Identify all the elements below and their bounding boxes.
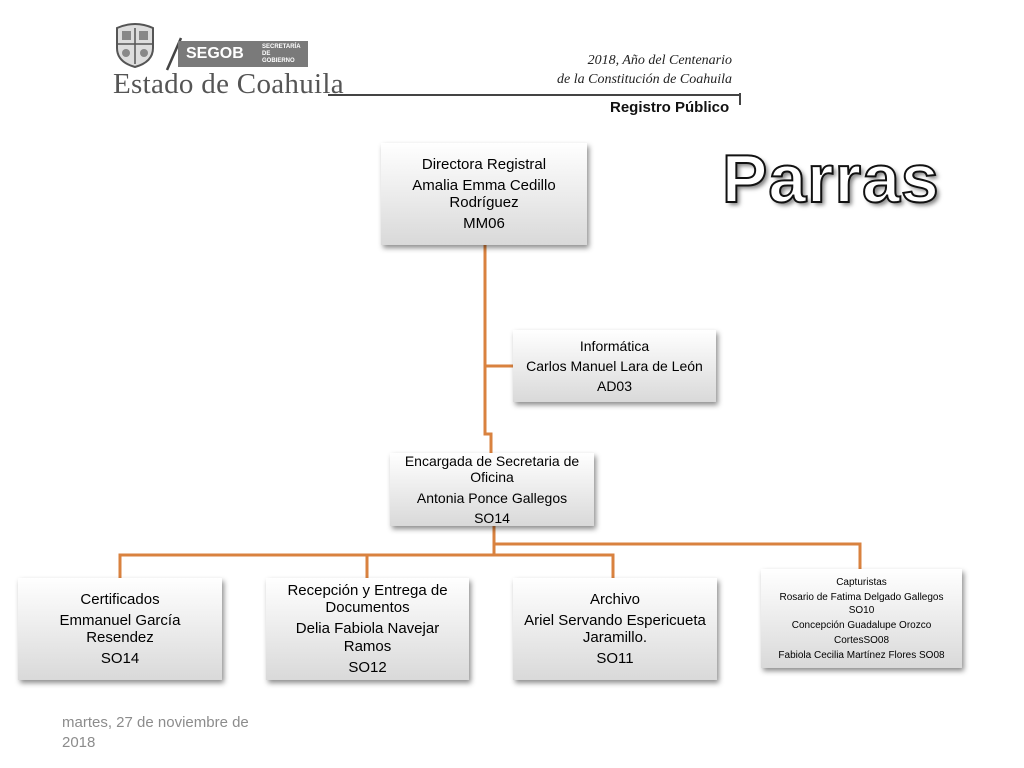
year-slogan-line-2: de la Constitución de Coahuila	[557, 72, 732, 87]
segob-text: SEGOB	[186, 45, 244, 62]
page-title: Parras	[721, 140, 940, 218]
box-role: Recepción y Entrega de Documentos	[287, 581, 448, 617]
connector-encargada-bus	[492, 526, 862, 569]
box-code: MM06	[463, 215, 505, 233]
box-name: Antonia Ponce Gallegos	[416, 489, 568, 506]
box-role: Informática	[579, 337, 650, 354]
box-code: SO11	[596, 650, 634, 668]
segob-logo: SEGOB SECRETARÍA DE GOBIERNO	[178, 41, 308, 67]
year-slogan-line-1: 2018, Año del Centenario	[587, 53, 732, 68]
box-member: CortesSO08	[833, 634, 890, 646]
segob-subtitle: SECRETARÍA DE GOBIERNO	[262, 44, 301, 64]
box-name: Carlos Manuel Lara de León	[526, 357, 703, 374]
header-rule	[328, 94, 740, 96]
box-role: Encargada de Secretaria de Oficina	[404, 453, 580, 486]
coahuila-crest-logo	[116, 23, 154, 68]
box-member: Fabiola Cecilia Martínez Flores SO08	[778, 649, 945, 661]
box-name: Amalia Emma Cedillo Rodríguez	[412, 176, 556, 211]
box-name: Delia Fabiola Navejar Ramos	[295, 620, 440, 655]
state-name: Estado de Coahuila	[113, 68, 344, 100]
org-box-capturistas: Capturistas Rosario de Fatima Delgado Ga…	[761, 569, 962, 668]
box-code: AD03	[596, 378, 633, 395]
connector-director-encargada	[483, 245, 493, 453]
box-code: SO14	[100, 650, 140, 668]
box-role: Archivo	[589, 590, 641, 608]
header-rule-tick	[739, 93, 741, 105]
org-box-directora: Directora Registral Amalia Emma Cedillo …	[381, 143, 587, 245]
footer-date: martes, 27 de noviembre de 2018	[62, 714, 249, 752]
box-name: Ariel Servando Espericueta Jaramillo.	[524, 611, 706, 646]
box-member: Rosario de Fatima Delgado Gallegos SO10	[779, 591, 944, 616]
box-code: SO12	[348, 658, 387, 676]
box-code: SO14	[474, 509, 510, 526]
org-box-certificados: Certificados Emmanuel García Resendez SO…	[18, 578, 222, 680]
org-box-informatica: Informática Carlos Manuel Lara de León A…	[513, 330, 716, 402]
org-box-encargada: Encargada de Secretaria de Oficina Anton…	[390, 453, 594, 526]
box-role: Capturistas	[836, 576, 887, 588]
box-member: Concepción Guadalupe Orozco	[791, 619, 932, 631]
section-label: Registro Público	[610, 99, 730, 116]
org-box-recepcion: Recepción y Entrega de Documentos Delia …	[266, 578, 469, 680]
box-role: Directora Registral	[421, 155, 547, 173]
org-box-archivo: Archivo Ariel Servando Espericueta Jaram…	[513, 578, 717, 680]
box-name: Emmanuel García Resendez	[59, 611, 181, 646]
box-role: Certificados	[80, 590, 160, 608]
